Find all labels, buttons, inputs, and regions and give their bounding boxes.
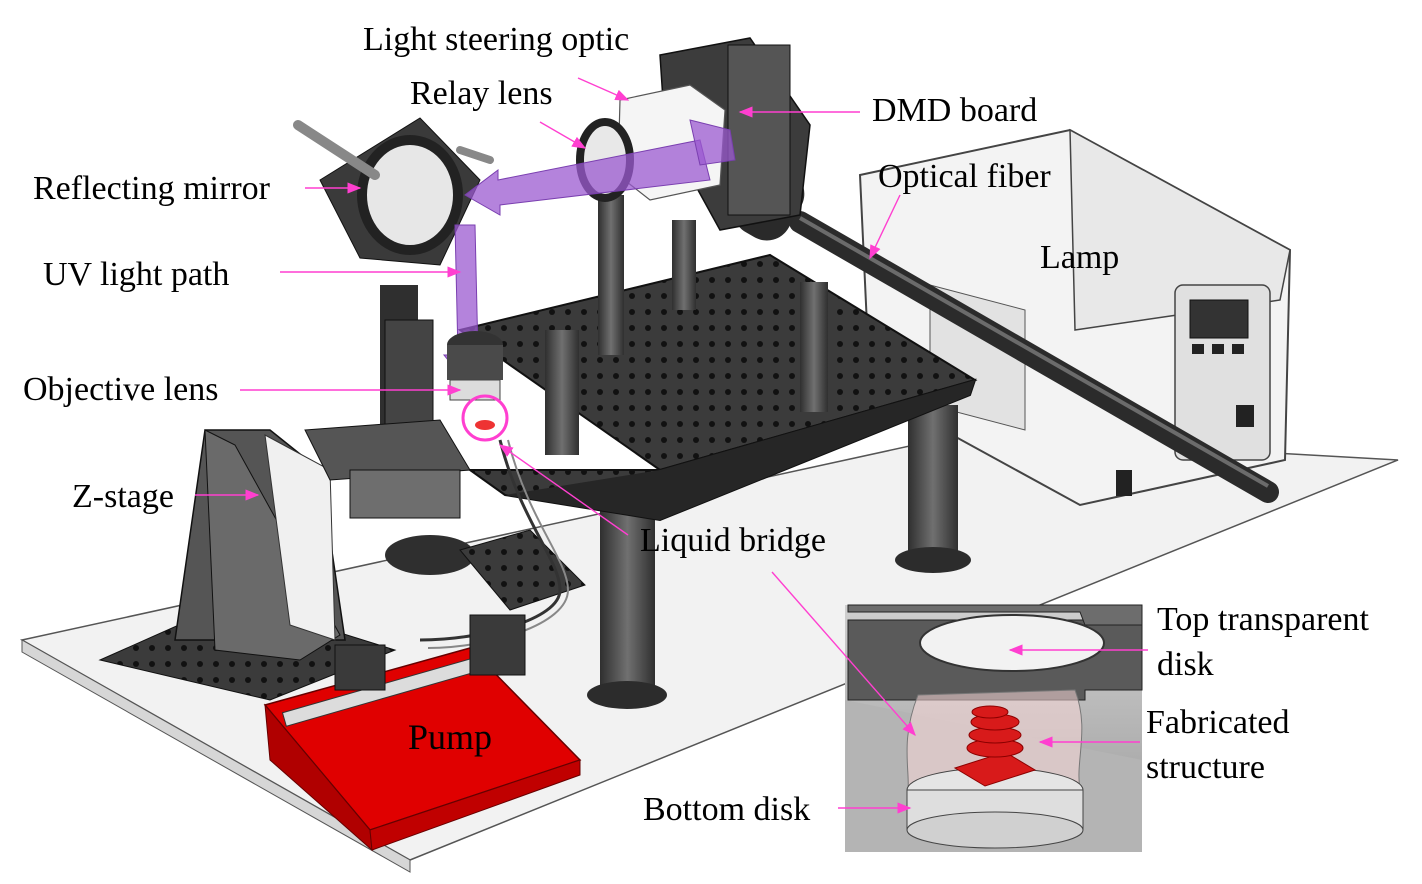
label-top-transparent-disk-2: disk bbox=[1157, 646, 1214, 683]
label-objective-lens: Objective lens bbox=[23, 371, 218, 408]
objective-assembly bbox=[447, 331, 509, 442]
label-reflecting-mirror: Reflecting mirror bbox=[33, 170, 271, 207]
label-liquid-bridge: Liquid bridge bbox=[640, 522, 826, 559]
table-leg bbox=[600, 505, 655, 695]
reflecting-mirror bbox=[293, 117, 494, 266]
label-bottom-disk: Bottom disk bbox=[643, 791, 810, 828]
label-lamp: Lamp bbox=[1040, 239, 1119, 276]
label-fabricated-structure-2: structure bbox=[1146, 749, 1265, 786]
z-stage bbox=[98, 419, 586, 701]
pump bbox=[263, 614, 582, 852]
label-dmd-board: DMD board bbox=[872, 92, 1037, 129]
label-fabricated-structure-1: Fabricated bbox=[1146, 704, 1290, 741]
label-light-steering-optic: Light steering optic bbox=[363, 21, 629, 58]
label-relay-lens: Relay lens bbox=[410, 75, 553, 112]
label-optical-fiber: Optical fiber bbox=[878, 158, 1051, 195]
base-plate-edge bbox=[21, 639, 411, 873]
label-top-transparent-disk-1: Top transparent bbox=[1157, 601, 1369, 638]
fabricated-structure bbox=[953, 705, 1037, 787]
liquid-bridge-inset bbox=[845, 604, 1143, 852]
table-leg bbox=[908, 405, 958, 560]
label-z-stage: Z-stage bbox=[72, 478, 174, 515]
label-pump: Pump bbox=[408, 717, 492, 757]
label-uv-light-path: UV light path bbox=[43, 256, 229, 293]
annotation-arrows bbox=[195, 77, 1148, 814]
